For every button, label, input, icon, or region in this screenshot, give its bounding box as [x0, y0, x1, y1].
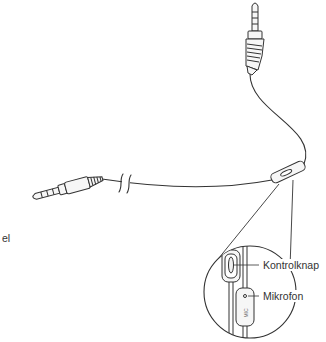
- inline-remote: [270, 160, 307, 184]
- cable-break: [119, 174, 123, 192]
- audio-plug: [31, 173, 104, 203]
- printed-marking: MIC: [242, 308, 248, 317]
- zoom-detail: [222, 240, 254, 342]
- cable-break: [127, 175, 131, 193]
- part-label: Mikrofon: [262, 290, 304, 302]
- leader-line: [234, 265, 259, 296]
- part-label: Kontrolknap: [262, 259, 320, 271]
- part-label: el: [1, 232, 11, 244]
- cable: [250, 74, 306, 164]
- audio-plug: [246, 3, 264, 75]
